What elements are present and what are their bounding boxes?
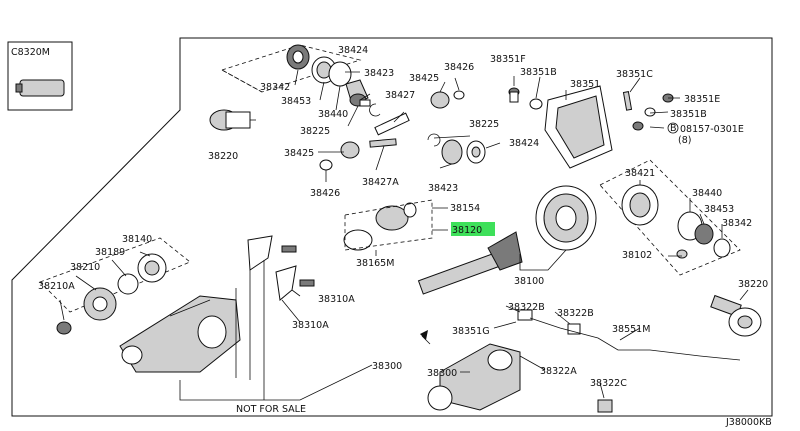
part-label-38322a: 38322A bbox=[540, 366, 577, 377]
part-label-38351g: 38351G bbox=[452, 326, 490, 337]
part-label-38310a-a: 38310A bbox=[318, 294, 355, 305]
part-label-38440a: 38440 bbox=[318, 109, 348, 120]
part-label-38225a: 38225 bbox=[300, 126, 330, 137]
part-label-38351: 38351 bbox=[570, 79, 600, 90]
c8320m-box[interactable]: C8320M bbox=[7, 41, 73, 111]
differential-carrier-housing[interactable] bbox=[119, 295, 241, 373]
part-label-38424b: 38424 bbox=[509, 138, 539, 149]
part-label-38453b: 38453 bbox=[704, 204, 734, 215]
part-label-38300-b: 38300 bbox=[427, 368, 457, 379]
part-label-38427a: 38427A bbox=[362, 177, 399, 188]
part-label-38426a: 38426 bbox=[444, 62, 474, 73]
leader-lines bbox=[59, 69, 749, 401]
ring-gear-drive-pinion[interactable] bbox=[343, 185, 597, 295]
part-label-38423b: 38423 bbox=[428, 183, 458, 194]
part-label-38424a: 38424 bbox=[338, 45, 368, 56]
diagram-code: J38000KB bbox=[725, 417, 772, 428]
part-label-38427: 38427 bbox=[385, 90, 415, 101]
part-label-38351e: 38351E bbox=[684, 94, 720, 105]
part-label-c8320m: C8320M bbox=[11, 47, 50, 58]
part-label-38120: 38120 bbox=[452, 225, 482, 236]
part-labels: 38424 38342 38423 38453 38440 38425 3842… bbox=[38, 45, 772, 428]
part-label-38300-a: 38300 bbox=[372, 361, 402, 372]
part-label-38140: 38140 bbox=[122, 234, 152, 245]
differential-rear-cover[interactable] bbox=[508, 85, 674, 169]
carrier-assembly-vent-hose[interactable] bbox=[420, 309, 741, 413]
part-label-38425a: 38425 bbox=[409, 73, 439, 84]
part-label-38342a: 38342 bbox=[260, 82, 290, 93]
part-label-38210: 38210 bbox=[70, 262, 100, 273]
part-label-08157: 08157-0301E bbox=[680, 124, 744, 135]
part-label-38165m: 38165M bbox=[356, 258, 394, 269]
part-label-08157-qty: (8) bbox=[678, 135, 691, 146]
part-label-38426b: 38426 bbox=[310, 188, 340, 199]
part-label-38220a: 38220 bbox=[208, 151, 238, 162]
not-for-sale-note: NOT FOR SALE bbox=[236, 404, 306, 415]
part-label-38322b-a: 38322B bbox=[508, 302, 545, 313]
side-bearing-assembly-left[interactable] bbox=[209, 44, 381, 131]
part-label-38154: 38154 bbox=[450, 203, 480, 214]
side-bearing-assembly-right[interactable] bbox=[599, 159, 762, 337]
part-label-38100: 38100 bbox=[514, 276, 544, 287]
companion-flange-bearing[interactable] bbox=[39, 237, 191, 335]
part-label-38351b-b: 38351B bbox=[670, 109, 707, 120]
part-label-38351f: 38351F bbox=[490, 54, 526, 65]
mounting-brackets[interactable] bbox=[235, 235, 315, 400]
diagram-frame bbox=[11, 37, 773, 417]
part-label-38453a: 38453 bbox=[281, 96, 311, 107]
part-label-38225b: 38225 bbox=[469, 119, 499, 130]
pinion-mate-shaft-upper[interactable] bbox=[319, 90, 486, 171]
part-label-38342b: 38342 bbox=[722, 218, 752, 229]
part-label-08157-prefix: B bbox=[670, 123, 677, 134]
part-label-38189: 38189 bbox=[95, 247, 125, 258]
part-label-38425b: 38425 bbox=[284, 148, 314, 159]
part-label-38423a: 38423 bbox=[364, 68, 394, 79]
bolt-symbol bbox=[667, 122, 679, 134]
part-label-38220b: 38220 bbox=[738, 279, 768, 290]
part-label-38322b-b: 38322B bbox=[557, 308, 594, 319]
highlight-box-38120 bbox=[451, 222, 495, 236]
part-label-38351c: 38351C bbox=[616, 69, 653, 80]
part-label-38421: 38421 bbox=[625, 168, 655, 179]
part-label-38310a-b: 38310A bbox=[292, 320, 329, 331]
part-label-38210a: 38210A bbox=[38, 281, 75, 292]
part-label-38440b: 38440 bbox=[692, 188, 722, 199]
part-label-38322c: 38322C bbox=[590, 378, 627, 389]
part-label-38551m: 38551M bbox=[612, 324, 650, 335]
part-label-38351b-a: 38351B bbox=[520, 67, 557, 78]
part-label-38102: 38102 bbox=[622, 250, 652, 261]
